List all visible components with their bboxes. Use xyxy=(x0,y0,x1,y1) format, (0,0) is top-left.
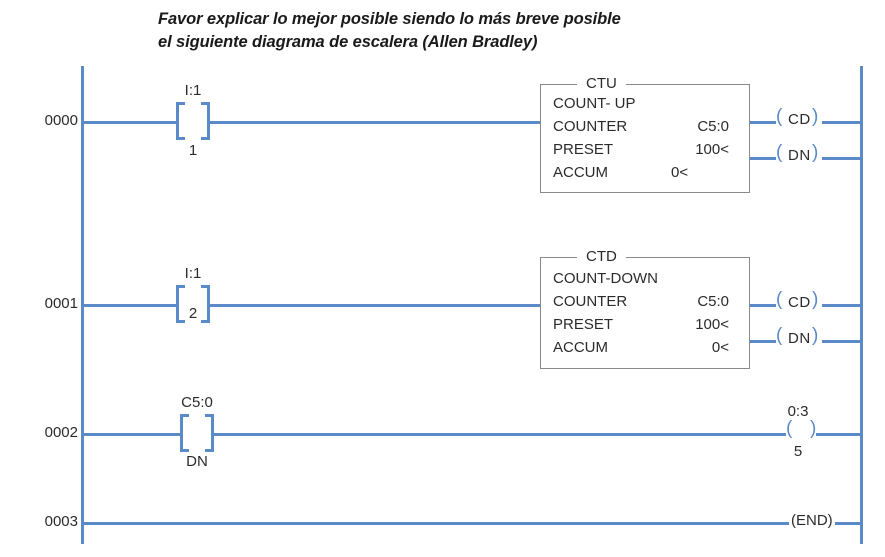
rung-2-wire-to-coil xyxy=(214,433,786,436)
coil-rung-0-dn-label: DN xyxy=(788,147,811,164)
rung-number-1: 0001 xyxy=(44,295,78,312)
block-ctu-row-preset-label: PRESET xyxy=(553,141,614,158)
block-ctu-row-preset: PRESET 100< xyxy=(553,141,737,163)
block-ctd-row-mode-label: COUNT-DOWN xyxy=(553,270,658,287)
contact-foot-top-right xyxy=(201,102,210,105)
rung-0-wire-dn-out xyxy=(822,157,862,160)
coil-paren-close: ) xyxy=(810,418,817,439)
contact-bar-right xyxy=(207,102,210,140)
block-ctu-row-accum-label: ACCUM xyxy=(553,164,608,181)
contact-foot-bottom-left xyxy=(176,137,185,140)
rung-0-wire-dn-in xyxy=(750,157,776,160)
end-of-program-label: (END) xyxy=(789,512,835,529)
coil-paren-close: ) xyxy=(812,325,819,346)
block-ctu-row-mode-label: COUNT- UP xyxy=(553,95,636,112)
rung-1-wire-cd-out xyxy=(822,304,862,307)
block-ctd-row-mode: COUNT-DOWN xyxy=(553,270,737,292)
contact-foot-bottom-left xyxy=(176,320,185,323)
contact-foot-bottom-right xyxy=(201,320,210,323)
coil-rung-2-tag: 0:3 xyxy=(787,403,809,420)
contact-foot-top-right xyxy=(205,414,214,417)
page-title-line-2: el siguiente diagrama de escalera (Allen… xyxy=(158,33,538,51)
contact-rung-1-tag: I:1 xyxy=(184,265,202,282)
block-ctd-row-preset: PRESET 100< xyxy=(553,316,737,338)
block-ctd-title: CTD xyxy=(577,248,626,265)
coil-paren-close: ) xyxy=(812,289,819,310)
block-ctd-row-counter: COUNTER C5:0 xyxy=(553,293,737,315)
rung-number-0: 0000 xyxy=(44,112,78,129)
rung-2-wire-right xyxy=(816,433,862,436)
coil-rung-0-cd-label: CD xyxy=(788,111,811,128)
block-ctu-row-accum-value: 0< xyxy=(671,164,689,181)
left-power-rail xyxy=(81,66,84,544)
block-ctd[interactable]: CTD COUNT-DOWN COUNTER C5:0 PRESET 100< … xyxy=(540,248,750,369)
block-ctd-row-counter-label: COUNTER xyxy=(553,293,628,310)
coil-rung-1-cd-label: CD xyxy=(788,294,811,311)
rung-1-wire-to-block xyxy=(210,304,540,307)
contact-foot-bottom-right xyxy=(201,137,210,140)
block-ctd-row-accum-value: 0< xyxy=(711,339,729,356)
coil-paren-open: ( xyxy=(776,289,783,310)
block-ctu-row-counter-label: COUNTER xyxy=(553,118,628,135)
rung-0-wire-cd-in xyxy=(750,121,776,124)
block-ctu[interactable]: CTU COUNT- UP COUNTER C5:0 PRESET 100< A… xyxy=(540,75,750,193)
coil-paren-open: ( xyxy=(776,106,783,127)
contact-foot-top-left xyxy=(176,102,185,105)
contact-bar-left xyxy=(176,102,179,140)
block-ctd-row-accum: ACCUM 0< xyxy=(553,339,737,361)
contact-foot-top-left xyxy=(176,285,185,288)
contact-foot-bottom-left xyxy=(180,449,189,452)
page-title: Favor explicar lo mejor posible siendo l… xyxy=(158,8,778,54)
rung-1-wire-dn-in xyxy=(750,340,776,343)
contact-rung-1-i1-2[interactable] xyxy=(176,285,210,323)
contact-rung-0-tag: I:1 xyxy=(184,82,202,99)
contact-rung-2-tag: C5:0 xyxy=(181,394,213,411)
contact-foot-top-left xyxy=(180,414,189,417)
contact-rung-2-c5-0-dn[interactable] xyxy=(180,414,214,452)
contact-rung-0-i1-1[interactable] xyxy=(176,102,210,140)
coil-paren-close: ) xyxy=(812,106,819,127)
contact-rung-0-bit: 1 xyxy=(188,142,198,159)
block-ctu-row-mode: COUNT- UP xyxy=(553,95,737,117)
rung-1-wire-dn-out xyxy=(822,340,862,343)
block-ctd-row-preset-value: 100< xyxy=(695,316,729,333)
page-title-line-1: Favor explicar lo mejor posible siendo l… xyxy=(158,10,621,28)
contact-foot-bottom-right xyxy=(205,449,214,452)
rung-number-2: 0002 xyxy=(44,424,78,441)
rung-2-wire-left xyxy=(84,433,180,436)
contact-rung-2-bit: DN xyxy=(186,453,208,470)
contact-foot-top-right xyxy=(201,285,210,288)
block-ctd-row-preset-label: PRESET xyxy=(553,316,614,333)
rung-0-wire-to-block xyxy=(210,121,540,124)
contact-bar-left xyxy=(176,285,179,323)
coil-paren-open: ( xyxy=(776,142,783,163)
block-ctu-row-preset-value: 100< xyxy=(695,141,729,158)
rung-number-3: 0003 xyxy=(44,513,78,530)
coil-paren-open: ( xyxy=(786,418,793,439)
coil-paren-close: ) xyxy=(812,142,819,163)
block-ctd-row-counter-value: C5:0 xyxy=(697,293,729,310)
block-ctu-row-counter: COUNTER C5:0 xyxy=(553,118,737,140)
rung-3-wire xyxy=(84,522,862,525)
contact-bar-left xyxy=(180,414,183,452)
rung-0-wire-left xyxy=(84,121,176,124)
rung-1-wire-cd-in xyxy=(750,304,776,307)
contact-bar-right xyxy=(211,414,214,452)
coil-paren-open: ( xyxy=(776,325,783,346)
coil-rung-1-dn-label: DN xyxy=(788,330,811,347)
rung-0-wire-cd-out xyxy=(822,121,862,124)
contact-rung-1-bit: 2 xyxy=(188,305,198,322)
block-ctu-row-accum: ACCUM 0< xyxy=(553,164,737,186)
coil-rung-2-bit: 5 xyxy=(793,443,803,460)
block-ctu-title: CTU xyxy=(577,75,626,92)
block-ctd-row-accum-label: ACCUM xyxy=(553,339,608,356)
rung-1-wire-left xyxy=(84,304,176,307)
block-ctu-row-counter-value: C5:0 xyxy=(697,118,729,135)
contact-bar-right xyxy=(207,285,210,323)
